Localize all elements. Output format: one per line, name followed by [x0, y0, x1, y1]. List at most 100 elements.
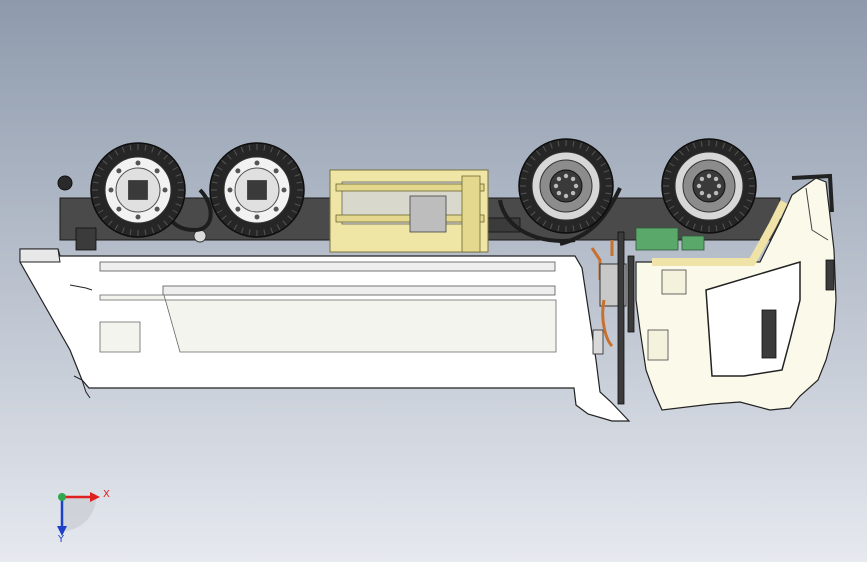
lug-nut: [116, 206, 122, 212]
tire-tread: [248, 229, 251, 236]
truck-cab[interactable]: [635, 173, 837, 411]
body-lower-panel: [99, 321, 141, 353]
triad-sweep: [62, 497, 96, 531]
lug-nut: [553, 183, 559, 189]
tire-tread: [108, 154, 113, 160]
lug-nut: [273, 168, 279, 174]
tire-tread: [175, 173, 182, 177]
engine-components[interactable]: [590, 227, 705, 405]
tire-tread: [163, 154, 168, 160]
lug-nut: [706, 193, 712, 199]
triad-origin: [58, 493, 66, 501]
truck-model[interactable]: [19, 138, 837, 422]
tire-tread: [270, 146, 274, 153]
x-axis-label: X: [103, 489, 110, 500]
lug-nut: [154, 206, 160, 212]
lug-nut: [154, 168, 160, 174]
tire-tread: [151, 146, 155, 153]
lug-nut: [713, 176, 719, 182]
tire-tread: [722, 142, 726, 149]
cab-door-line: [805, 187, 829, 241]
wheel-2[interactable]: [209, 142, 305, 238]
tire-tread: [542, 220, 547, 227]
cooling-part: [681, 235, 705, 251]
steering-shaft: [627, 255, 635, 333]
air-line: [601, 299, 614, 348]
tire-tread: [221, 160, 227, 165]
drive-shaft: [617, 231, 625, 405]
wheel-3[interactable]: [518, 138, 614, 234]
tire-tread: [746, 199, 753, 203]
tire-tread: [227, 154, 232, 160]
tire-tread: [715, 140, 718, 147]
tire-tread: [663, 177, 670, 180]
tire-tread: [748, 177, 755, 180]
tire-tread: [216, 209, 223, 214]
lug-nut: [716, 183, 722, 189]
tire-tread: [233, 149, 238, 156]
lug-nut: [254, 160, 260, 166]
body-stripe-top: [99, 261, 556, 272]
lug-nut: [699, 176, 705, 182]
wheel-set[interactable]: [90, 138, 757, 238]
lug-nut: [273, 206, 279, 212]
tire-tread: [294, 203, 301, 207]
tire-tread: [685, 145, 690, 152]
tire-tread: [129, 144, 132, 151]
tire-tread: [282, 220, 287, 226]
tire-tread: [520, 177, 527, 180]
tire-tread: [728, 145, 733, 152]
tire-tread: [525, 162, 532, 167]
tire-tread: [530, 156, 536, 161]
body-front-tab: [19, 248, 61, 263]
tire-tread: [692, 142, 696, 149]
wheel-4[interactable]: [661, 138, 757, 234]
tire-tread: [108, 220, 113, 226]
yellow-bar-vertical: [461, 175, 481, 253]
tire-tread: [233, 224, 238, 231]
x-axis-arrowhead: [90, 492, 100, 502]
tire-tread: [213, 173, 220, 177]
tire-tread: [102, 215, 108, 220]
tire-tread: [739, 211, 745, 216]
tire-tread: [213, 203, 220, 207]
tire-tread: [603, 199, 610, 203]
tire-tread: [287, 160, 293, 165]
lug-nut: [108, 187, 114, 193]
tire-tread: [94, 173, 101, 177]
tire-tread: [92, 181, 99, 184]
tire-tread: [240, 146, 244, 153]
tire-tread: [665, 169, 672, 173]
cab-vent: [661, 269, 687, 295]
tire-tread: [177, 196, 184, 199]
tire-tread: [572, 225, 575, 232]
cab-window: [705, 260, 801, 377]
tire-tread: [603, 169, 610, 173]
tire-tread: [296, 196, 303, 199]
tire-tread: [596, 211, 602, 216]
lug-nut: [227, 187, 233, 193]
tire-tread: [129, 229, 132, 236]
hose-loop-front: [559, 187, 622, 246]
mirror-arm: [791, 173, 834, 213]
lug-nut: [706, 173, 712, 179]
tire-tread: [679, 150, 684, 156]
axis-triad[interactable]: X Y: [57, 489, 110, 545]
lug-nut: [281, 187, 287, 193]
tire-tread: [668, 205, 675, 210]
tire-tread: [579, 223, 583, 230]
fifth-wheel-assembly[interactable]: [329, 169, 489, 253]
tire-tread: [525, 205, 532, 210]
tire-tread: [596, 156, 602, 161]
tire-tread: [600, 205, 607, 210]
tire-tread: [216, 166, 223, 171]
tire-tread: [530, 211, 536, 216]
tire-tread: [579, 142, 583, 149]
tire-tread: [287, 215, 293, 220]
lug-nut: [573, 183, 579, 189]
lug-nut: [563, 193, 569, 199]
wheel-1[interactable]: [90, 142, 186, 238]
truck-body[interactable]: [19, 248, 631, 422]
tow-hook: [57, 175, 73, 191]
